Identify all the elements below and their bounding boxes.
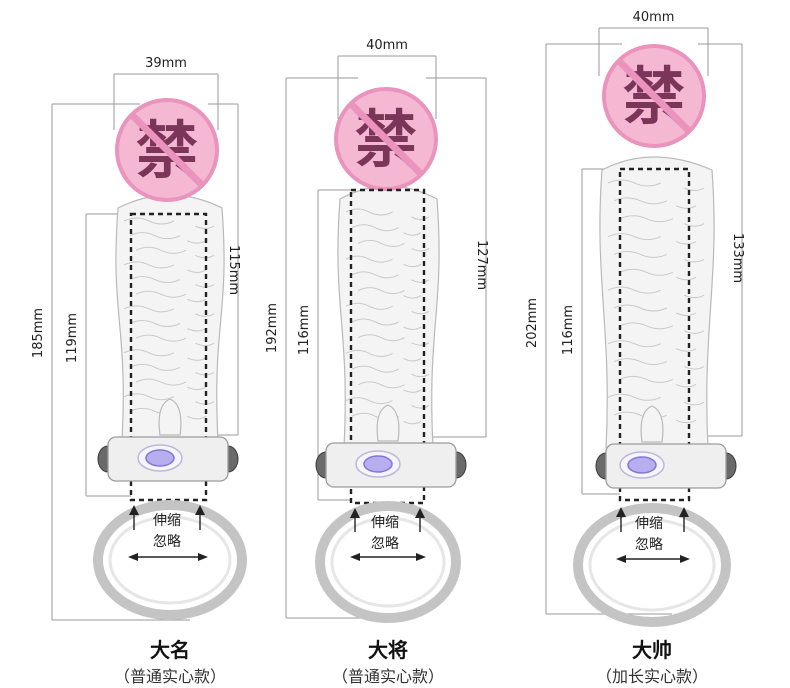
- diameter-label: 40mm: [366, 38, 408, 53]
- vibration-band: [97, 436, 239, 482]
- vibration-band: [595, 443, 737, 489]
- stretch-note-line2: 忽略: [635, 537, 663, 553]
- arrow-left-icon: [616, 555, 626, 563]
- product-3: 禁伸缩忽略 40mm 202mm 116mm 133mm 大帅 （加长实心款）: [525, 10, 745, 686]
- diameter-label: 40mm: [633, 10, 675, 25]
- arrow-right-icon: [416, 553, 426, 561]
- up-arrow-icon: [679, 507, 689, 517]
- sleeve-illustration: [599, 156, 715, 449]
- stretch-note-line2: 忽略: [371, 536, 399, 552]
- model-type: （加长实心款）: [596, 667, 708, 686]
- sleeve-illustration: [337, 185, 440, 448]
- model-type: （普通实心款）: [114, 667, 226, 686]
- model-name: 大帅: [632, 638, 672, 662]
- inner-length-label: 116mm: [297, 305, 312, 355]
- loop-ring: [573, 503, 731, 627]
- stretch-note-line1: 伸缩: [635, 516, 663, 532]
- model-name: 大名: [150, 638, 190, 662]
- loop-ring: [315, 501, 461, 623]
- arrow-left-icon: [350, 553, 360, 561]
- arrow-right-icon: [680, 555, 690, 563]
- arrow-right-icon: [198, 553, 208, 561]
- loop-ring: [93, 500, 247, 620]
- inner-length-label: 119mm: [65, 313, 80, 363]
- diameter-label: 39mm: [145, 56, 187, 71]
- forbidden-icon: 禁: [334, 87, 438, 191]
- dimension-lines: [285, 55, 487, 619]
- forbidden-icon: 禁: [602, 44, 706, 148]
- up-arrow-icon: [616, 507, 626, 517]
- side-length-label: 127mm: [474, 240, 489, 290]
- up-arrow-icon: [415, 508, 425, 518]
- inner-channel-outline: [618, 167, 691, 502]
- up-arrow-icon: [350, 508, 360, 518]
- stretch-note-line2: 忽略: [153, 534, 181, 550]
- product-2: 禁伸缩忽略 40mm 192mm 116mm 127mm 大将 （普通实心款）: [265, 38, 489, 686]
- dimension-lines: [51, 73, 239, 621]
- inner-channel-outline: [349, 188, 426, 505]
- model-type: （普通实心款）: [332, 667, 444, 686]
- stretch-note-line1: 伸缩: [153, 513, 181, 529]
- up-arrow-icon: [195, 505, 205, 515]
- dimension-lines: [545, 27, 743, 615]
- total-length-label: 185mm: [31, 308, 46, 358]
- inner-channel-outline: [129, 212, 208, 502]
- model-name: 大将: [368, 638, 408, 662]
- vibration-band: [315, 442, 467, 488]
- product-1: 禁伸缩忽略 39mm 185mm 119mm 115mm 大名 （普通实心款）: [31, 56, 247, 686]
- total-length-label: 202mm: [525, 298, 540, 348]
- side-length-label: 133mm: [730, 233, 745, 283]
- up-arrow-icon: [129, 505, 139, 515]
- arrow-left-icon: [128, 553, 138, 561]
- total-length-label: 192mm: [265, 303, 280, 353]
- products-root: 禁伸缩忽略 39mm 185mm 119mm 115mm 大名 （普通实心款） 禁伸缩忽略 40…: [31, 10, 745, 686]
- inner-length-label: 116mm: [561, 305, 576, 355]
- forbidden-icon: 禁: [115, 98, 219, 202]
- stretch-note-line1: 伸缩: [371, 515, 399, 531]
- side-length-label: 115mm: [226, 245, 241, 295]
